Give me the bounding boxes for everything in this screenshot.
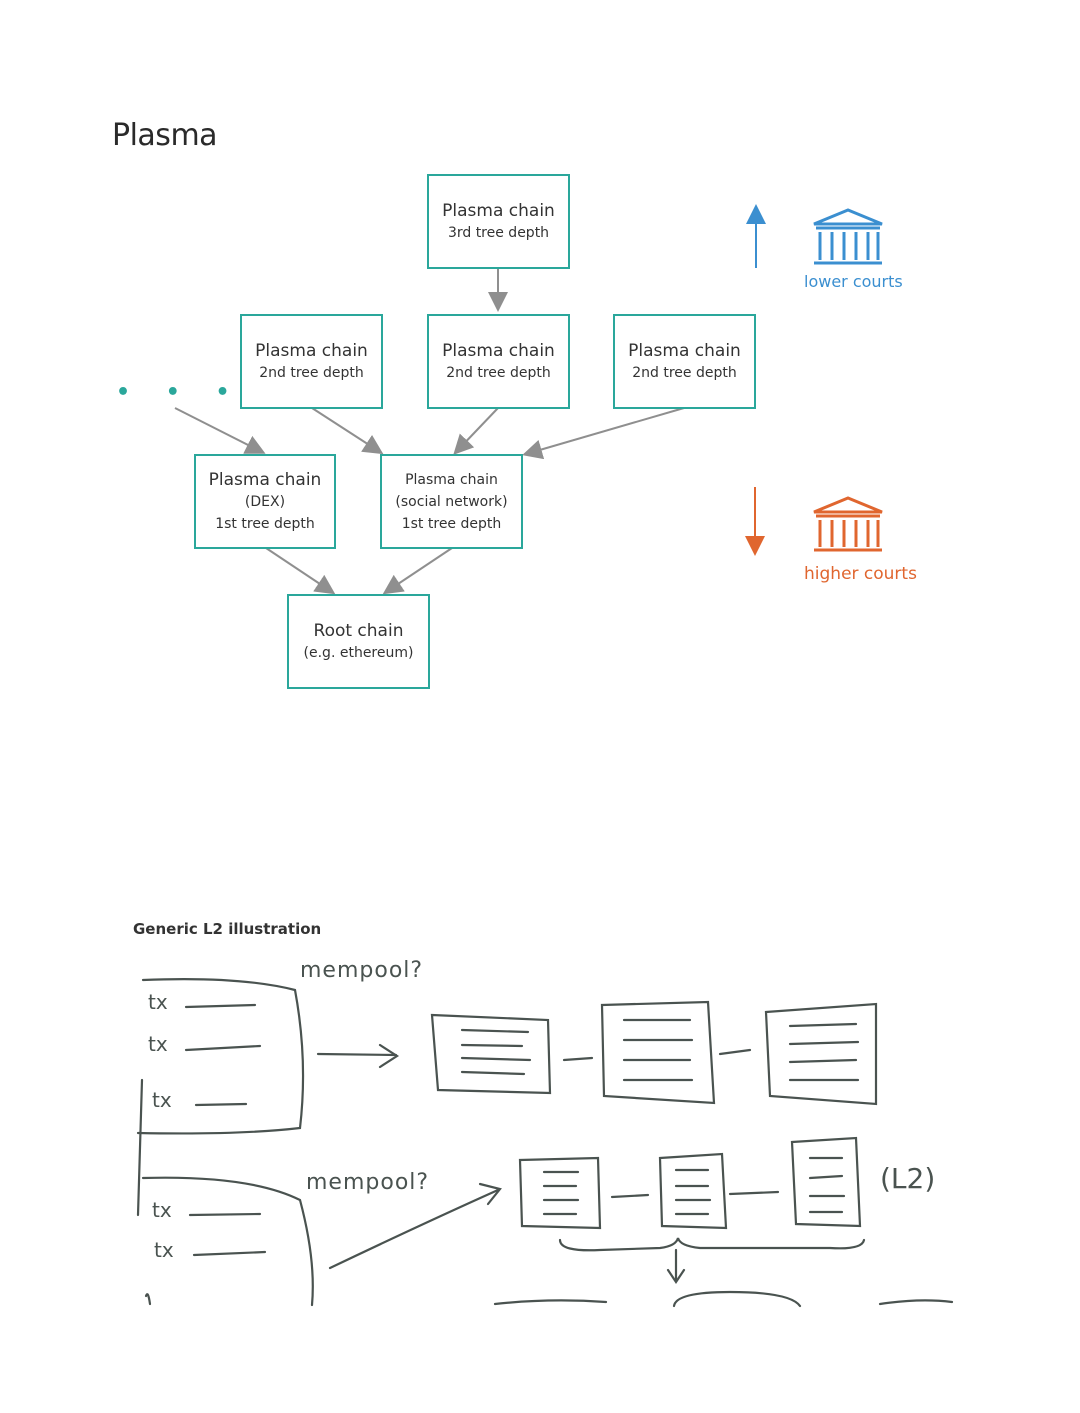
node-plasma-2nd-depth-left: Plasma chain 2nd tree depth: [240, 314, 383, 409]
l2-block-2: [658, 1152, 728, 1230]
tx-label: tx: [148, 990, 168, 1014]
arrow-dex-to-root: [265, 547, 336, 595]
arrow-2nd-mid-to-social: [453, 407, 499, 455]
node-root-chain: Root chain (e.g. ethereum): [287, 594, 430, 689]
block-3: [764, 1002, 878, 1106]
node-title: Plasma chain: [442, 340, 555, 361]
node-plasma-3rd-depth: Plasma chain 3rd tree depth: [427, 174, 570, 269]
node-depth: 3rd tree depth: [447, 224, 550, 241]
l2-tag: (L2): [880, 1162, 936, 1195]
node-plasma-dex: Plasma chain (DEX) 1st tree depth: [194, 454, 336, 549]
node-title: Plasma chain: [405, 471, 498, 488]
ellipsis-dots: • • •: [116, 380, 244, 405]
mempool-bracket-top: [136, 978, 305, 1135]
node-depth: 1st tree depth: [401, 515, 502, 532]
node-subtitle: (social network): [395, 493, 508, 510]
arrow-dots-to-dex: [174, 407, 266, 454]
node-depth: 2nd tree depth: [259, 364, 364, 381]
block-1: [430, 1013, 552, 1095]
node-plasma-2nd-depth-right: Plasma chain 2nd tree depth: [613, 314, 756, 409]
l2-block-3: [790, 1136, 862, 1228]
l2-section-title: Generic L2 illustration: [133, 920, 322, 938]
tx-label: tx: [148, 1032, 168, 1056]
tx-label: tx: [154, 1238, 174, 1262]
node-title: Plasma chain: [255, 340, 368, 361]
arrow-2nd-right-to-social: [522, 407, 685, 460]
l2-sketch: [136, 978, 954, 1308]
tree-arrows: [174, 268, 685, 595]
node-title: Plasma chain: [442, 200, 555, 221]
lower-courts-label: lower courts: [804, 272, 903, 291]
node-plasma-social-network: Plasma chain (social network) 1st tree d…: [380, 454, 523, 549]
courthouse-icon: [813, 208, 883, 265]
node-subtitle: (e.g. ethereum): [303, 644, 414, 661]
block-2: [600, 1000, 716, 1105]
page-title: Plasma: [112, 118, 218, 153]
node-title: Plasma chain: [208, 469, 322, 490]
node-subtitle: (DEX): [244, 493, 286, 510]
node-depth: 2nd tree depth: [446, 364, 551, 381]
node-title: Root chain: [313, 620, 404, 641]
tx-label: tx: [152, 1088, 172, 1112]
higher-courts-label: higher courts: [804, 564, 917, 584]
l2-block-1: [518, 1156, 602, 1230]
arrow-2nd-left-to-social: [311, 407, 384, 455]
node-depth: 1st tree depth: [215, 515, 315, 532]
node-title: Plasma chain: [628, 340, 741, 361]
node-depth: 2nd tree depth: [632, 364, 737, 381]
mempool-label-top: mempool?: [300, 958, 424, 983]
mempool-label-bottom: mempool?: [306, 1170, 430, 1195]
arrow-social-to-root: [382, 547, 453, 595]
tx-label: tx: [152, 1198, 172, 1222]
node-plasma-2nd-depth-mid: Plasma chain 2nd tree depth: [427, 314, 570, 409]
courthouse-icon: [813, 496, 883, 552]
